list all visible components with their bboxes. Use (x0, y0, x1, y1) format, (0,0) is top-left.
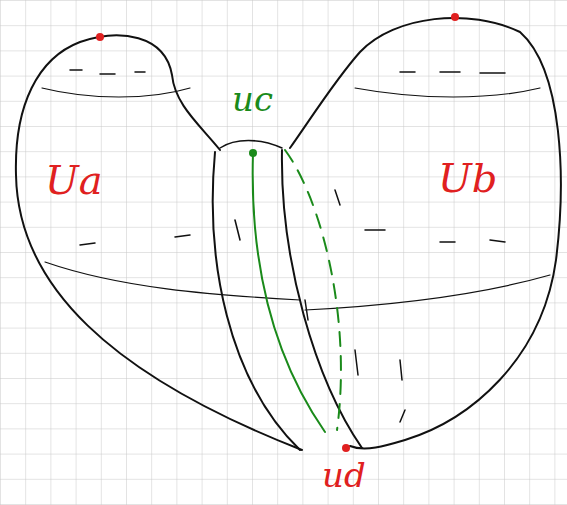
region-label: Ub (438, 158, 497, 198)
surface-outline (16, 18, 561, 450)
point-label: ud (322, 458, 366, 492)
green-curves (253, 150, 341, 432)
shading-dashes (70, 70, 505, 422)
region-label: Ua (45, 160, 103, 200)
points (96, 13, 459, 452)
point-label: uc (232, 82, 273, 116)
